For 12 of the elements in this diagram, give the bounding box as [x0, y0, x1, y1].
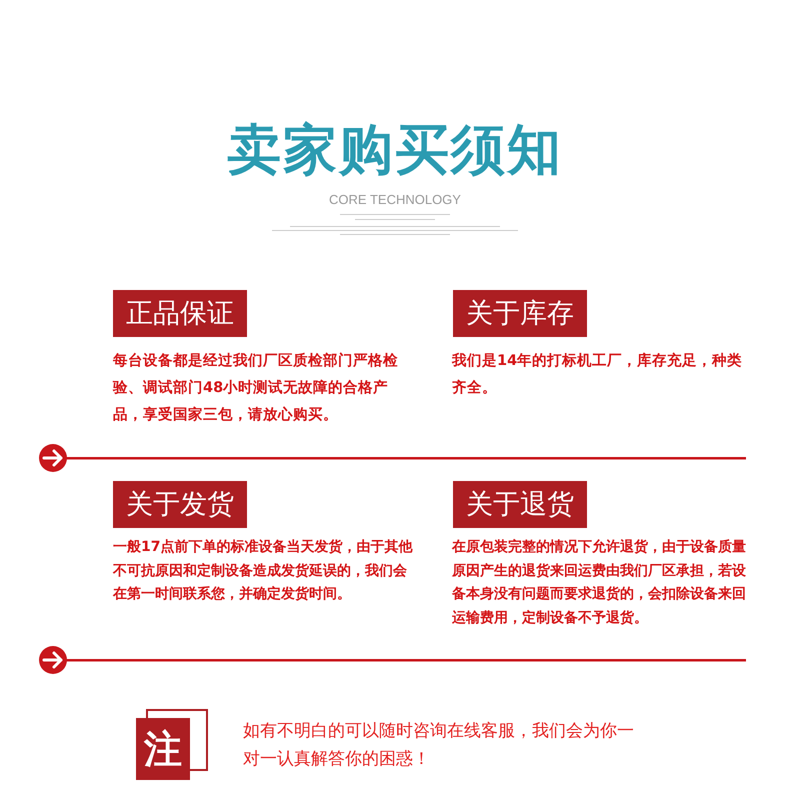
section-heading: 关于库存: [453, 290, 587, 337]
note-heading: 注: [136, 718, 190, 780]
section-heading: 正品保证: [113, 290, 247, 337]
section-text: 一般17点前下单的标准设备当天发货，由于其他不可抗原因和定制设备造成发货延误的，我们会在第一时间联系您，并确定发货时间。: [113, 538, 413, 604]
note-text: 如有不明白的可以随时咨询在线客服，我们会为你一对一认真解答你的困惑！: [243, 720, 635, 771]
section-text: 我们是14年的打标机工厂，库存充足，种类齐全。: [452, 352, 744, 398]
page-title: 卖家购买须知: [226, 118, 564, 182]
section-heading: 关于发货: [113, 481, 247, 528]
subtitle: CORE TECHNOLOGY: [328, 192, 462, 207]
section-heading: 关于退货: [453, 481, 587, 528]
section-text: 在原包装完整的情况下允许退货，由于设备质量原因产生的退货来回运费由我们厂区承担，若设备本身没有问题而要求退货的，会扣除设备来回运输费用，定制设备不予退货。: [452, 538, 747, 628]
section-text: 每台设备都是经过我们厂区质检部门严格检验、调试部门48小时测试无故障的合格产品，享受国家三包，请放心购买。: [113, 351, 399, 425]
